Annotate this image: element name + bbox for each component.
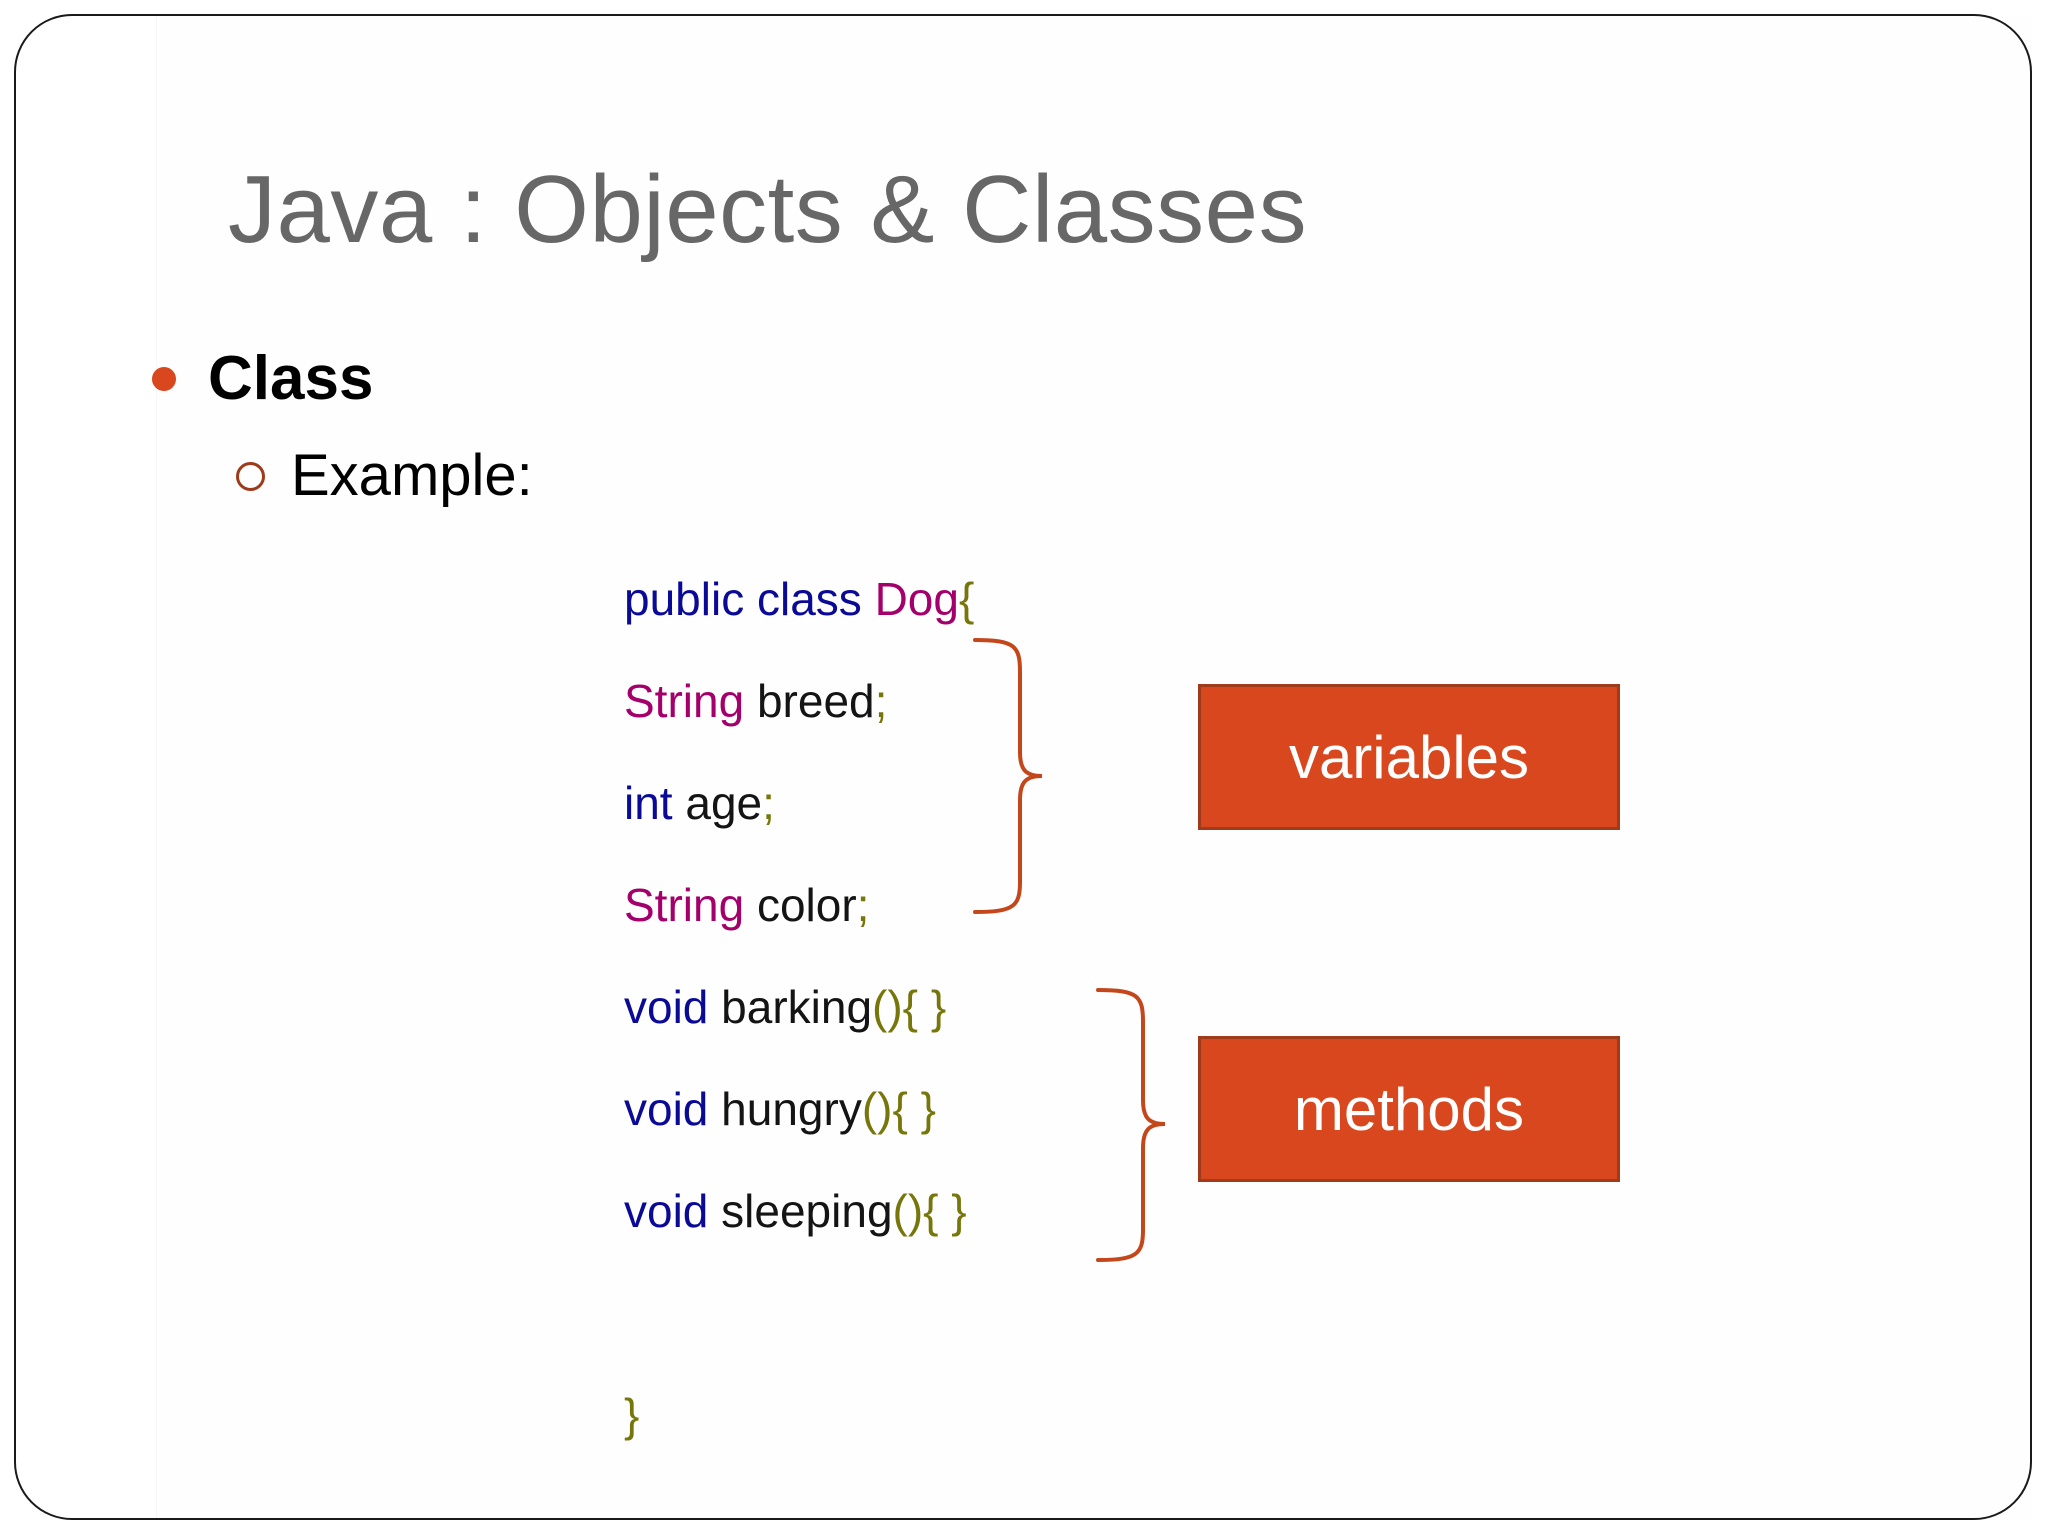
token-keyword: void	[624, 981, 722, 1033]
bullet-item-example: Example:	[236, 447, 533, 505]
bullet-item-example-label: Example:	[291, 443, 533, 508]
token-identifier: color	[756, 879, 857, 931]
callout-box-variables[interactable]: variables	[1198, 684, 1620, 830]
token-punctuation: {	[958, 573, 975, 625]
code-line-field-color: String color;	[624, 854, 974, 956]
callout-box-variables-label: variables	[1288, 723, 1530, 791]
token-punctuation: (){ }	[872, 981, 947, 1033]
code-line-field-age: int age;	[624, 752, 974, 854]
token-keyword: void	[624, 1083, 722, 1135]
token-punctuation: ;	[874, 675, 888, 727]
token-keyword: int	[624, 777, 686, 829]
token-punctuation: ;	[762, 777, 775, 829]
callout-box-methods[interactable]: methods	[1198, 1036, 1620, 1182]
callout-box-methods-label: methods	[1293, 1075, 1525, 1143]
token-type: String	[624, 879, 757, 931]
code-line-blank	[624, 1262, 974, 1364]
bullet-item-class: Class	[152, 348, 373, 410]
token-type: Dog	[874, 573, 959, 625]
code-line-class-close: }	[624, 1364, 974, 1466]
code-line-method-hungry: void hungry(){ }	[624, 1058, 974, 1160]
java-code-sample: public class Dog{ String breed; int age;…	[624, 548, 974, 1466]
token-keyword: public class	[624, 573, 875, 625]
bullet-item-class-label: Class	[208, 344, 374, 413]
token-punctuation: (){ }	[861, 1083, 936, 1135]
code-line-class-decl: public class Dog{	[624, 548, 974, 650]
token-identifier: hungry	[721, 1083, 862, 1135]
token-punctuation: ;	[856, 879, 870, 931]
code-line-method-sleeping: void sleeping(){ }	[624, 1160, 974, 1262]
code-line-field-breed: String breed;	[624, 650, 974, 752]
token-keyword: void	[624, 1185, 722, 1237]
code-line-method-barking: void barking(){ }	[624, 956, 974, 1058]
content-panel	[156, 16, 2032, 1520]
filled-disc-bullet-icon	[152, 367, 176, 391]
token-identifier: breed	[756, 675, 875, 727]
token-type: String	[624, 675, 757, 727]
token-punctuation: (){ }	[892, 1185, 967, 1237]
token-punctuation: }	[624, 1389, 640, 1441]
token-identifier: barking	[721, 981, 873, 1033]
page-title: Java : Objects & Classes	[228, 156, 1308, 263]
token-identifier: sleeping	[721, 1185, 893, 1237]
token-identifier: age	[685, 777, 763, 829]
hollow-circle-bullet-icon	[236, 461, 265, 491]
